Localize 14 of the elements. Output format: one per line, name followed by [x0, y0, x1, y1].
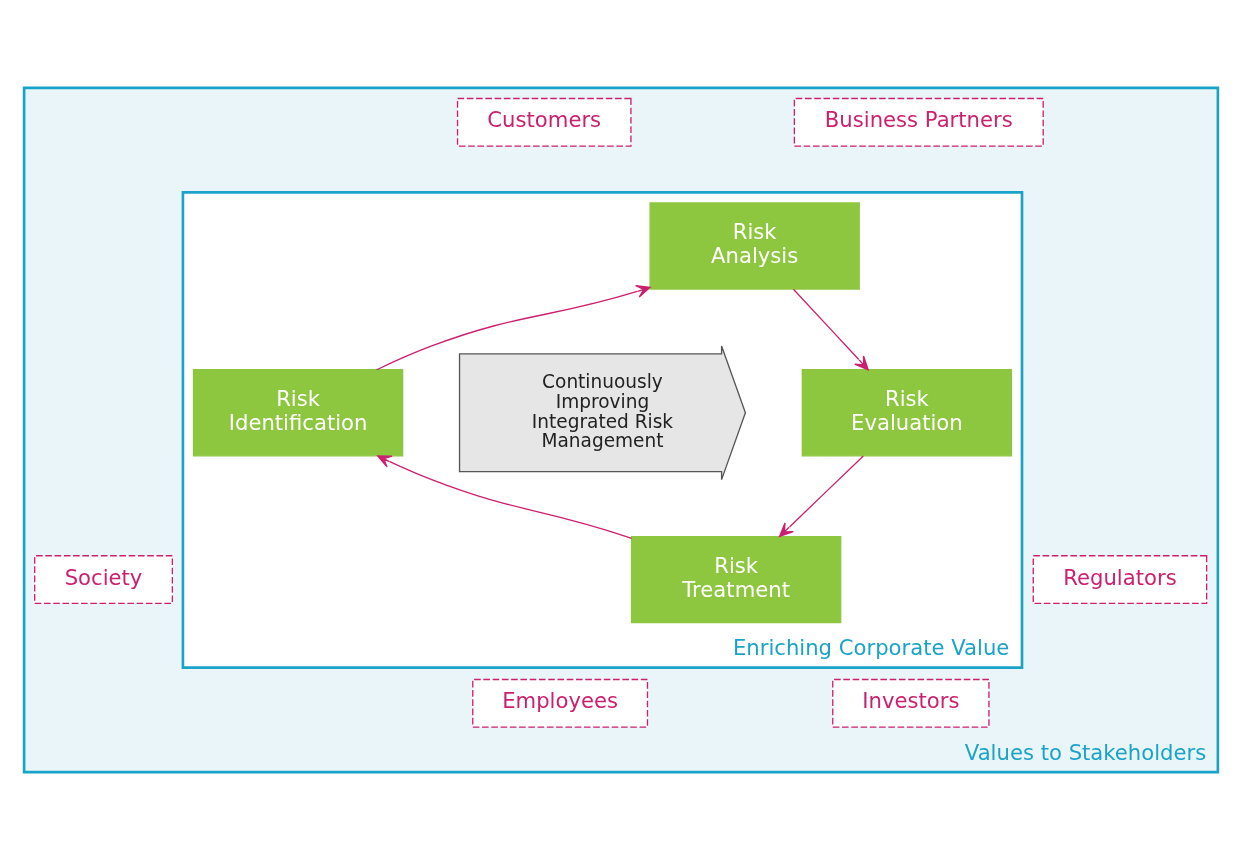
node-box: Risk Analysis [649, 202, 860, 290]
node-box: Risk Treatment [630, 535, 842, 624]
arrow [778, 455, 864, 538]
node-box: Employees [472, 678, 649, 728]
node-box: Society [34, 555, 173, 605]
node-box: Regulators [1032, 555, 1208, 605]
arrow [376, 284, 651, 371]
arrow [377, 455, 633, 539]
node-box: Business Partners [793, 97, 1044, 147]
node-box: Risk Identification [192, 369, 404, 457]
node-box: Customers [456, 97, 632, 147]
node-box: Investors [832, 678, 990, 728]
arrow [792, 288, 869, 371]
node-box: Risk Evaluation [801, 369, 1013, 457]
